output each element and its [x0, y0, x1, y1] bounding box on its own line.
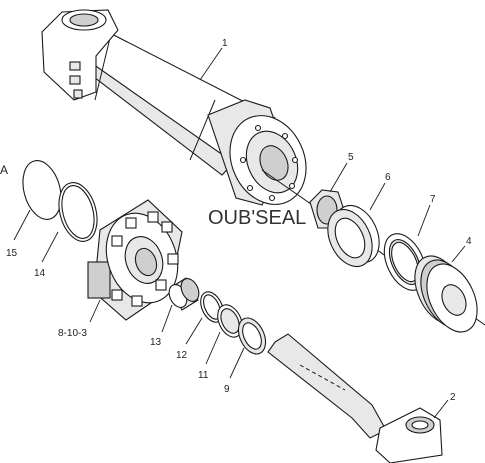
leader-lines	[13, 47, 466, 419]
part-11-ring	[217, 304, 243, 338]
callout-12: 12	[176, 350, 188, 361]
callout-5: 5	[348, 152, 354, 163]
part-4-piston	[414, 255, 478, 333]
watermark-text: OUB'SEAL	[208, 207, 306, 229]
part-15-o-ring	[22, 160, 62, 220]
callout-7: 7	[430, 194, 436, 205]
callout-13: 13	[150, 337, 162, 348]
part-8-10-3-head	[87, 199, 183, 321]
callout-11: 11	[198, 370, 209, 381]
part-14-backup-ring	[58, 182, 98, 242]
callout-8-10-3: 8-10-3	[58, 328, 87, 339]
part-12-ring	[200, 291, 224, 323]
part-13-sleeve	[168, 277, 200, 311]
callout-6: 6	[385, 172, 391, 183]
callout-9: 9	[224, 384, 230, 395]
callout-15: 15	[6, 248, 18, 259]
view-marker-a: A	[0, 163, 8, 177]
part-6-bushing	[327, 204, 380, 268]
part-2-rod	[267, 333, 443, 463]
cylinder-barrel	[41, 9, 307, 206]
callout-14: 14	[34, 268, 46, 279]
callout-2: 2	[450, 392, 456, 403]
callout-4: 4	[466, 236, 472, 247]
callout-1: 1	[222, 38, 228, 49]
part-9-seal	[237, 317, 267, 355]
